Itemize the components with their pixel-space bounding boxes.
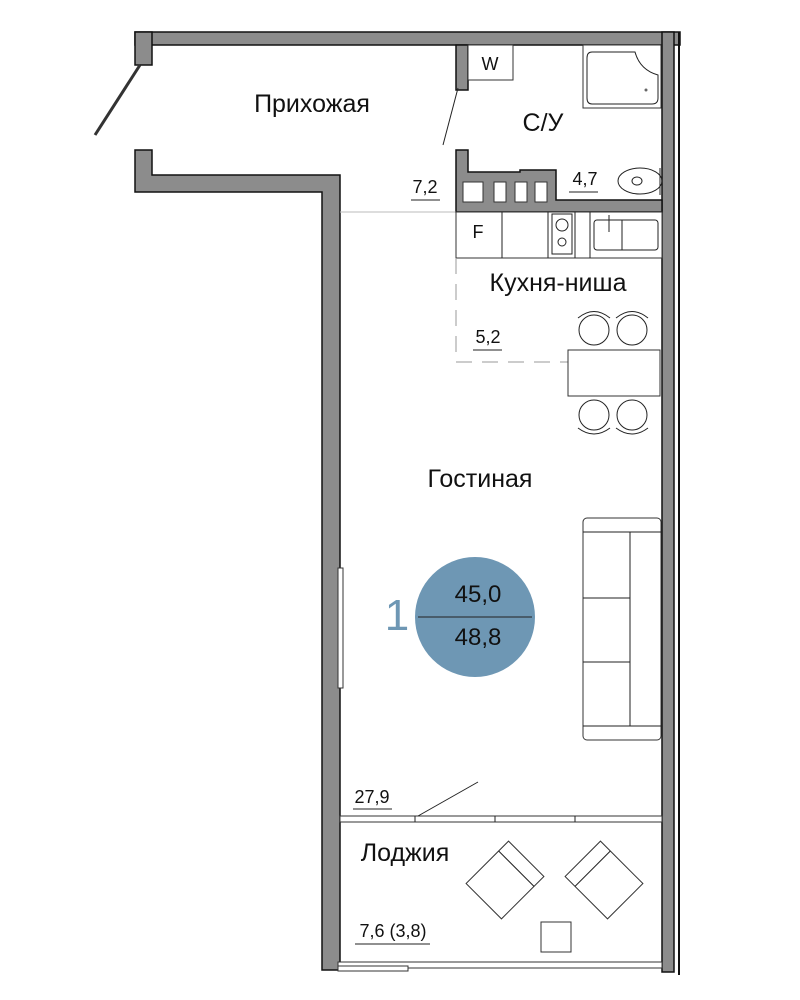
loggia-window xyxy=(339,815,663,823)
washer-label: W xyxy=(482,54,499,74)
walls xyxy=(134,31,681,975)
room-area-kitchen: 5,2 xyxy=(475,327,500,347)
room-area-bathroom: 4,7 xyxy=(572,169,597,189)
kitchen-counter xyxy=(455,211,663,259)
room-name-loggia: Лоджия xyxy=(361,839,450,867)
loggia-door[interactable] xyxy=(417,781,479,817)
apartment-area-badge: 45,0 48,8 xyxy=(415,557,535,677)
total-area-value: 48,8 xyxy=(455,624,502,651)
washing-machine xyxy=(467,44,514,81)
sofa xyxy=(582,517,662,741)
living-room-door[interactable] xyxy=(337,567,344,689)
shower-tray xyxy=(582,44,662,109)
loggia-furniture xyxy=(465,840,644,953)
entrance-door[interactable] xyxy=(93,64,142,136)
toilet xyxy=(617,167,663,195)
room-area-hallway: 7,2 xyxy=(412,177,437,197)
fridge-label: F xyxy=(473,222,484,242)
room-area-loggia: 7,6 (3,8) xyxy=(359,921,426,941)
room-name-kitchen: Кухня-ниша xyxy=(490,269,627,297)
room-name-hallway: Прихожая xyxy=(254,90,370,118)
room-name-bathroom: С/У xyxy=(523,109,564,137)
dining-table xyxy=(567,311,661,435)
room-area-living: 27,9 xyxy=(354,787,389,807)
bathroom-door[interactable] xyxy=(442,87,459,146)
ventilation-shafts xyxy=(462,181,548,203)
apartment-number: 1 xyxy=(385,591,409,640)
living-area-value: 45,0 xyxy=(455,581,502,608)
room-name-living: Гостиная xyxy=(428,465,533,493)
